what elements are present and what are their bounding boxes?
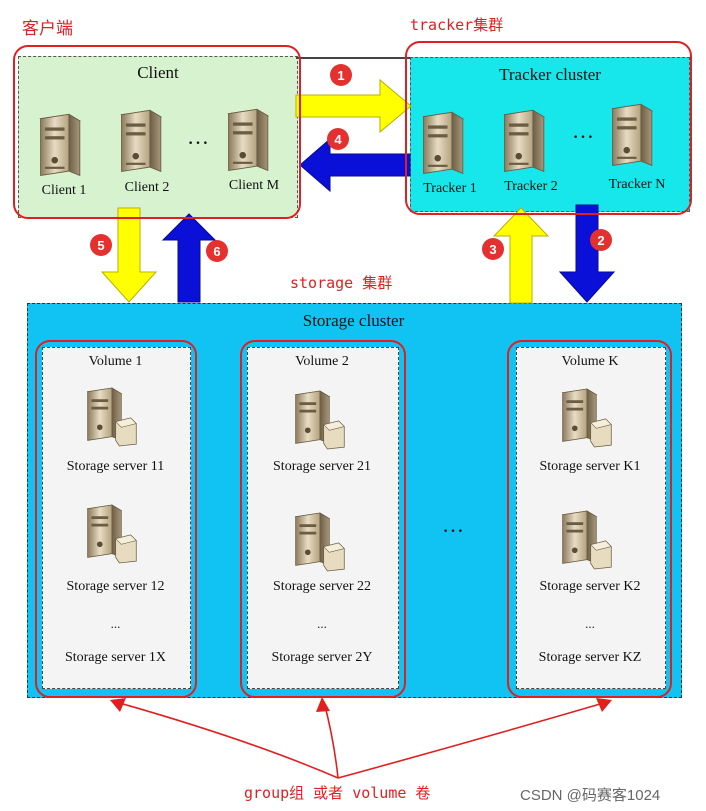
tracker-n-label: Tracker N <box>608 177 666 192</box>
pointer-curve-right <box>337 701 608 779</box>
volume-2-outline <box>240 340 406 698</box>
pointer-head-left <box>110 698 126 712</box>
client-ellipsis: … <box>187 124 211 149</box>
step-5-badge: 5 <box>90 234 112 256</box>
arrow-3-report <box>492 207 550 304</box>
arrow-5-upload <box>100 207 158 303</box>
volume-k-title: Volume K <box>561 354 619 369</box>
client-annotation: 客户端 <box>22 19 73 39</box>
storage-k2-label: Storage server K2 <box>539 579 641 594</box>
tracker-title: Tracker cluster <box>499 65 601 84</box>
storage-21-label: Storage server 21 <box>273 459 371 474</box>
volume-1-outline <box>35 340 197 698</box>
pointer-curve-left <box>115 701 339 779</box>
tracker-2-label: Tracker 2 <box>504 179 558 194</box>
step-2-badge: 2 <box>590 229 612 251</box>
tracker-outline <box>405 41 692 215</box>
arrow-1-request <box>295 78 412 134</box>
arrow-4-response <box>299 137 411 193</box>
arrow-6-download <box>161 213 217 303</box>
volume-2-dots: ... <box>317 616 327 631</box>
tracker-ellipsis: … <box>572 118 596 143</box>
storage-title: Storage cluster <box>302 311 405 330</box>
volume-k-outline <box>507 340 672 698</box>
storage-k1-label: Storage server K1 <box>539 459 641 474</box>
pointer-head-right <box>596 698 612 712</box>
step-4-badge: 4 <box>327 128 349 150</box>
storage-11-label: Storage server 11 <box>66 459 165 474</box>
arrow-2-sync <box>558 204 616 303</box>
pointer-curve-middle <box>323 701 339 779</box>
storage-kz-label: Storage server KZ <box>538 650 642 665</box>
tracker-annotation: tracker集群 <box>410 16 504 34</box>
client-title: Client <box>137 63 179 82</box>
client-outline <box>13 45 301 219</box>
step-1-badge: 1 <box>330 64 352 86</box>
volume-annotation: group组 或者 volume 卷 <box>244 784 431 802</box>
storage-22-label: Storage server 22 <box>273 579 371 594</box>
storage-annotation: storage 集群 <box>290 274 393 292</box>
step-6-badge: 6 <box>206 240 228 262</box>
volume-1-title: Volume 1 <box>88 354 143 369</box>
volume-1-dots: ... <box>110 616 121 631</box>
client-2-label: Client 2 <box>124 180 170 195</box>
watermark: CSDN @码赛客1024 <box>520 787 661 804</box>
storage-2y-label: Storage server 2Y <box>271 650 373 665</box>
step-3-badge: 3 <box>482 238 504 260</box>
storage-12-label: Storage server 12 <box>66 579 165 594</box>
volume-k-dots: ... <box>585 616 595 631</box>
volume-2-title: Volume 2 <box>295 354 349 369</box>
storage-ellipsis: … <box>442 512 466 537</box>
storage-1x-label: Storage server 1X <box>64 650 167 665</box>
client-m-label: Client M <box>228 178 280 193</box>
pointer-head-middle <box>316 697 330 712</box>
tracker-1-label: Tracker 1 <box>423 181 477 196</box>
client-1-label: Client 1 <box>41 183 87 198</box>
